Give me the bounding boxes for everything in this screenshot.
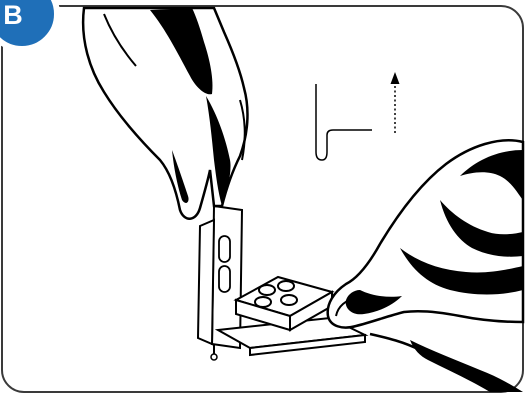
step-badge-label: B [0, 0, 26, 30]
